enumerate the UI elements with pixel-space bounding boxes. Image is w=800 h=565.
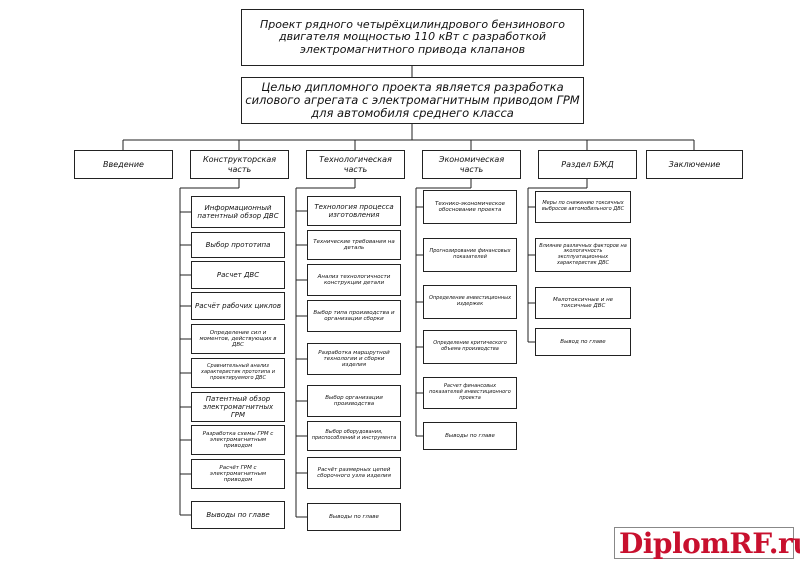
safety-item: Меры по снижению токсичных выбросов авто… [535,191,631,223]
technology-item: Выводы по главе [307,503,401,531]
design-item: Разработка схемы ГРМ с электромагнитным … [191,425,285,455]
design-item: Информационный патентный обзор ДВС [191,196,285,228]
economics-item: Технико-экономическое обоснование проект… [423,190,517,224]
technology-item: Технические требования на деталь [307,230,401,260]
section-conclusion: Заключение [646,150,743,179]
section-technology: Технологическая часть [306,150,405,179]
section-introduction: Введение [74,150,173,179]
technology-item: Разработка маршрутной технологии и сборк… [307,343,401,375]
technology-item: Выбор типа производства и организации сб… [307,300,401,332]
technology-item: Технология процесса изготовления [307,196,401,226]
safety-item: Малотоксичные и не токсичные ДВС [535,287,631,319]
safety-item: Вывод по главе [535,328,631,356]
technology-item: Выбор оборудования, приспособлений и инс… [307,421,401,451]
section-safety: Раздел БЖД [538,150,637,179]
project-goal-box: Целью дипломного проекта является разраб… [241,77,584,124]
section-economics: Экономическая часть [422,150,521,179]
design-item: Определение сил и моментов, действующих … [191,324,285,354]
title-block-frame [614,527,794,559]
design-item: Выводы по главе [191,501,285,529]
technology-item: Анализ технологичности конструкции детал… [307,264,401,296]
economics-item: Определение инвестиционных издержек [423,285,517,319]
project-title-box: Проект рядного четырёхцилиндрового бензи… [241,9,584,66]
economics-item: Расчет финансовых показателей инвестицио… [423,377,517,409]
design-item: Расчёт ГРМ с электромагнитным приводом [191,459,285,489]
section-design: Конструкторская часть [190,150,289,179]
economics-item: Определение критического объема производ… [423,330,517,364]
design-item: Сравнительный анализ характеристик прото… [191,358,285,388]
economics-item: Выводы по главе [423,422,517,450]
technology-item: Выбор организации производства [307,385,401,417]
economics-item: Прогнозирование финансовых показателей [423,238,517,272]
design-item: Расчет ДВС [191,261,285,289]
design-item: Расчёт рабочих циклов [191,292,285,320]
design-item: Выбор прототипа [191,232,285,258]
safety-item: Влияние различных факторов на экологично… [535,238,631,272]
technology-item: Расчёт размерных цепей сборочного узла и… [307,457,401,489]
watermark-logo: DiplomRF.ru [619,527,800,560]
design-item: Патентный обзор электромагнитных ГРМ [191,392,285,422]
